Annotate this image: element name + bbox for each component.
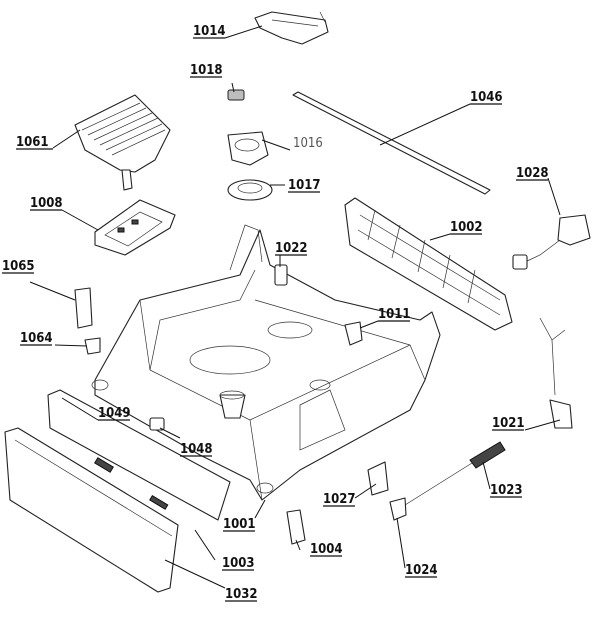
label-1004: 1004 [310, 542, 343, 557]
base-tub-part [91, 224, 441, 501]
cable-part-1021 [539, 317, 573, 429]
label-1024: 1024 [405, 563, 438, 578]
label-1021: 1021 [492, 416, 525, 431]
label-1032: 1032 [225, 587, 258, 602]
label-1017: 1017 [288, 178, 321, 193]
valve-part-1028 [512, 214, 591, 270]
front-panel-part [4, 427, 179, 593]
label-1003: 1003 [222, 556, 255, 571]
label-1023: 1023 [490, 483, 523, 498]
pump-part-1016 [227, 131, 269, 166]
part-1004 [286, 509, 306, 545]
label-1014: 1014 [193, 24, 226, 39]
label-1016: 1016 [293, 136, 323, 151]
label-1008: 1008 [30, 196, 63, 211]
rod-part-1046 [292, 91, 491, 195]
part-1024 [389, 497, 407, 521]
part-1027 [367, 461, 389, 496]
cover-part [74, 94, 171, 191]
grid-panel-part [344, 197, 513, 331]
panel-part-1049 [47, 389, 231, 521]
label-1027: 1027 [323, 492, 356, 507]
label-1061: 1061 [16, 135, 49, 150]
label-1049: 1049 [98, 406, 131, 421]
leader-lines [29, 25, 561, 589]
ring-part-1017 [227, 179, 273, 201]
part-1064 [84, 337, 101, 355]
part-labels: 1014 1018 1046 1061 1016 1017 1028 1008 … [2, 24, 549, 602]
label-1011: 1011 [378, 307, 411, 322]
part-1014 [254, 11, 329, 45]
control-board-part [94, 199, 176, 256]
clip-part-1018 [227, 89, 245, 101]
label-1002: 1002 [450, 220, 483, 235]
label-1018: 1018 [190, 63, 223, 78]
label-1048: 1048 [180, 442, 213, 457]
part-1048 [149, 417, 165, 431]
spring-rod-part-1023 [404, 441, 506, 506]
label-1022: 1022 [275, 241, 308, 256]
label-1064: 1064 [20, 331, 53, 346]
part-1011 [344, 321, 363, 346]
label-1028: 1028 [516, 166, 549, 181]
label-1001: 1001 [223, 517, 256, 532]
part-1022 [274, 264, 288, 286]
label-1065: 1065 [2, 259, 35, 274]
label-1046: 1046 [470, 90, 503, 105]
part-1065 [74, 287, 93, 329]
